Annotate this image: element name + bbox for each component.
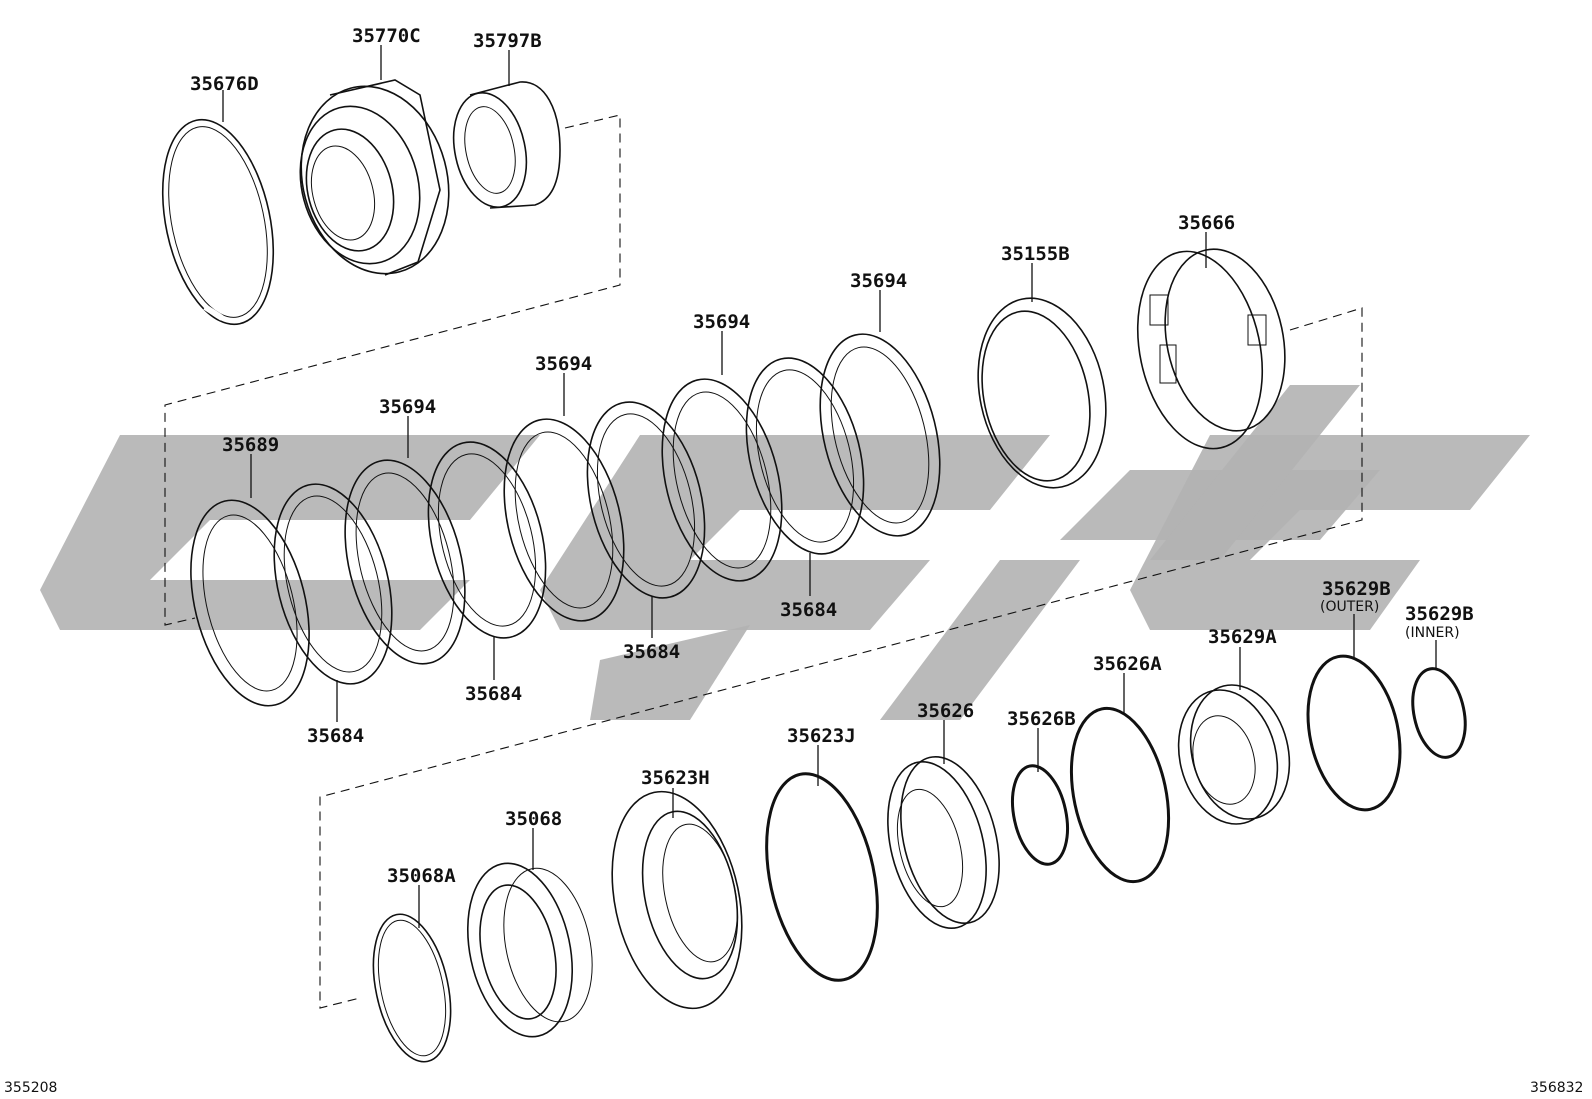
callout-35684-c[interactable]: 35684: [465, 636, 522, 705]
clutch-plates-row: [190, 333, 941, 707]
callout-label: 35694: [535, 353, 592, 375]
callout-35629B-inner[interactable]: 35629B (INNER): [1405, 603, 1474, 670]
callout-label: 35666: [1178, 212, 1235, 234]
callout-label: 35068A: [387, 865, 456, 887]
corner-ref-left: 355208: [4, 1080, 57, 1096]
callout-label: 35629A: [1208, 626, 1277, 648]
callout-35666[interactable]: 35666: [1178, 212, 1235, 268]
o-ring-35629B-outer: [1306, 654, 1402, 812]
callout-35629A[interactable]: 35629A: [1208, 626, 1277, 690]
callouts: 35676D 35770C 35797B 35666 35155B 35694 …: [190, 25, 1474, 928]
callout-label: 35623H: [641, 767, 710, 789]
callout-35684-b[interactable]: 35684: [623, 596, 680, 663]
o-ring-35629B-inner: [1411, 667, 1467, 759]
callout-35694-b[interactable]: 35694: [693, 311, 750, 375]
callout-35694-d[interactable]: 35694: [379, 396, 436, 458]
callout-label: 35797B: [473, 30, 542, 52]
callout-35629B-outer[interactable]: 35629B (OUTER): [1320, 578, 1391, 657]
callout-label: 35770C: [352, 25, 421, 47]
callout-35770C[interactable]: 35770C: [352, 25, 421, 80]
callout-label: 35623J: [787, 725, 856, 747]
callout-35626[interactable]: 35626: [917, 700, 974, 764]
assembly-guide-lines: [164, 114, 1363, 1009]
callout-label: 35694: [850, 270, 907, 292]
callout-35684-a[interactable]: 35684: [780, 553, 837, 621]
callout-label: 35626: [917, 700, 974, 722]
callout-35068[interactable]: 35068: [505, 808, 562, 870]
callout-label: 35694: [693, 311, 750, 333]
clutch-hub-35770C: [299, 79, 450, 276]
callout-label: 35155B: [1001, 243, 1070, 265]
callout-35694-a[interactable]: 35694: [850, 270, 907, 332]
callout-35623J[interactable]: 35623J: [787, 725, 856, 786]
callout-label: 35684: [465, 683, 522, 705]
spring-assembly-35068: [466, 862, 593, 1038]
snap-ring-35676D: [161, 118, 275, 326]
piston-35629A: [1177, 684, 1291, 825]
bearing-35797B: [452, 81, 561, 209]
callout-label: 35629B: [1322, 578, 1391, 600]
callout-label: 35626A: [1093, 653, 1162, 675]
corner-ref-right: 356832: [1530, 1080, 1583, 1096]
retainer-35666: [1136, 248, 1286, 450]
callout-35068A[interactable]: 35068A: [387, 865, 456, 928]
callout-35626B[interactable]: 35626B: [1007, 708, 1076, 772]
callout-label: 35626B: [1007, 708, 1076, 730]
o-ring-35626A: [1069, 706, 1171, 884]
piston-35623H: [611, 790, 743, 1010]
callout-35155B[interactable]: 35155B: [1001, 243, 1070, 302]
callout-label: 35694: [379, 396, 436, 418]
callout-sublabel: (INNER): [1405, 625, 1460, 641]
callout-35626A[interactable]: 35626A: [1093, 653, 1162, 714]
callout-label: 35689: [222, 434, 279, 456]
ring-35155B: [977, 297, 1107, 489]
callout-35694-c[interactable]: 35694: [535, 353, 592, 416]
o-ring-35623J: [765, 772, 879, 982]
callout-label: 35684: [307, 725, 364, 747]
o-ring-35626B: [1011, 764, 1069, 866]
piston-35626: [887, 755, 1000, 930]
callout-label: 35684: [623, 641, 680, 663]
callout-35623H[interactable]: 35623H: [641, 767, 710, 818]
callout-35676D[interactable]: 35676D: [190, 73, 259, 122]
callout-sublabel: (OUTER): [1320, 599, 1379, 615]
callout-label: 35676D: [190, 73, 259, 95]
callout-label: 35068: [505, 808, 562, 830]
callout-35797B[interactable]: 35797B: [473, 30, 542, 86]
callout-label: 35629B: [1405, 603, 1474, 625]
callout-35684-d[interactable]: 35684: [307, 680, 364, 747]
callout-label: 35684: [780, 599, 837, 621]
snap-ring-35068A: [372, 913, 452, 1063]
callout-35689[interactable]: 35689: [222, 434, 279, 498]
